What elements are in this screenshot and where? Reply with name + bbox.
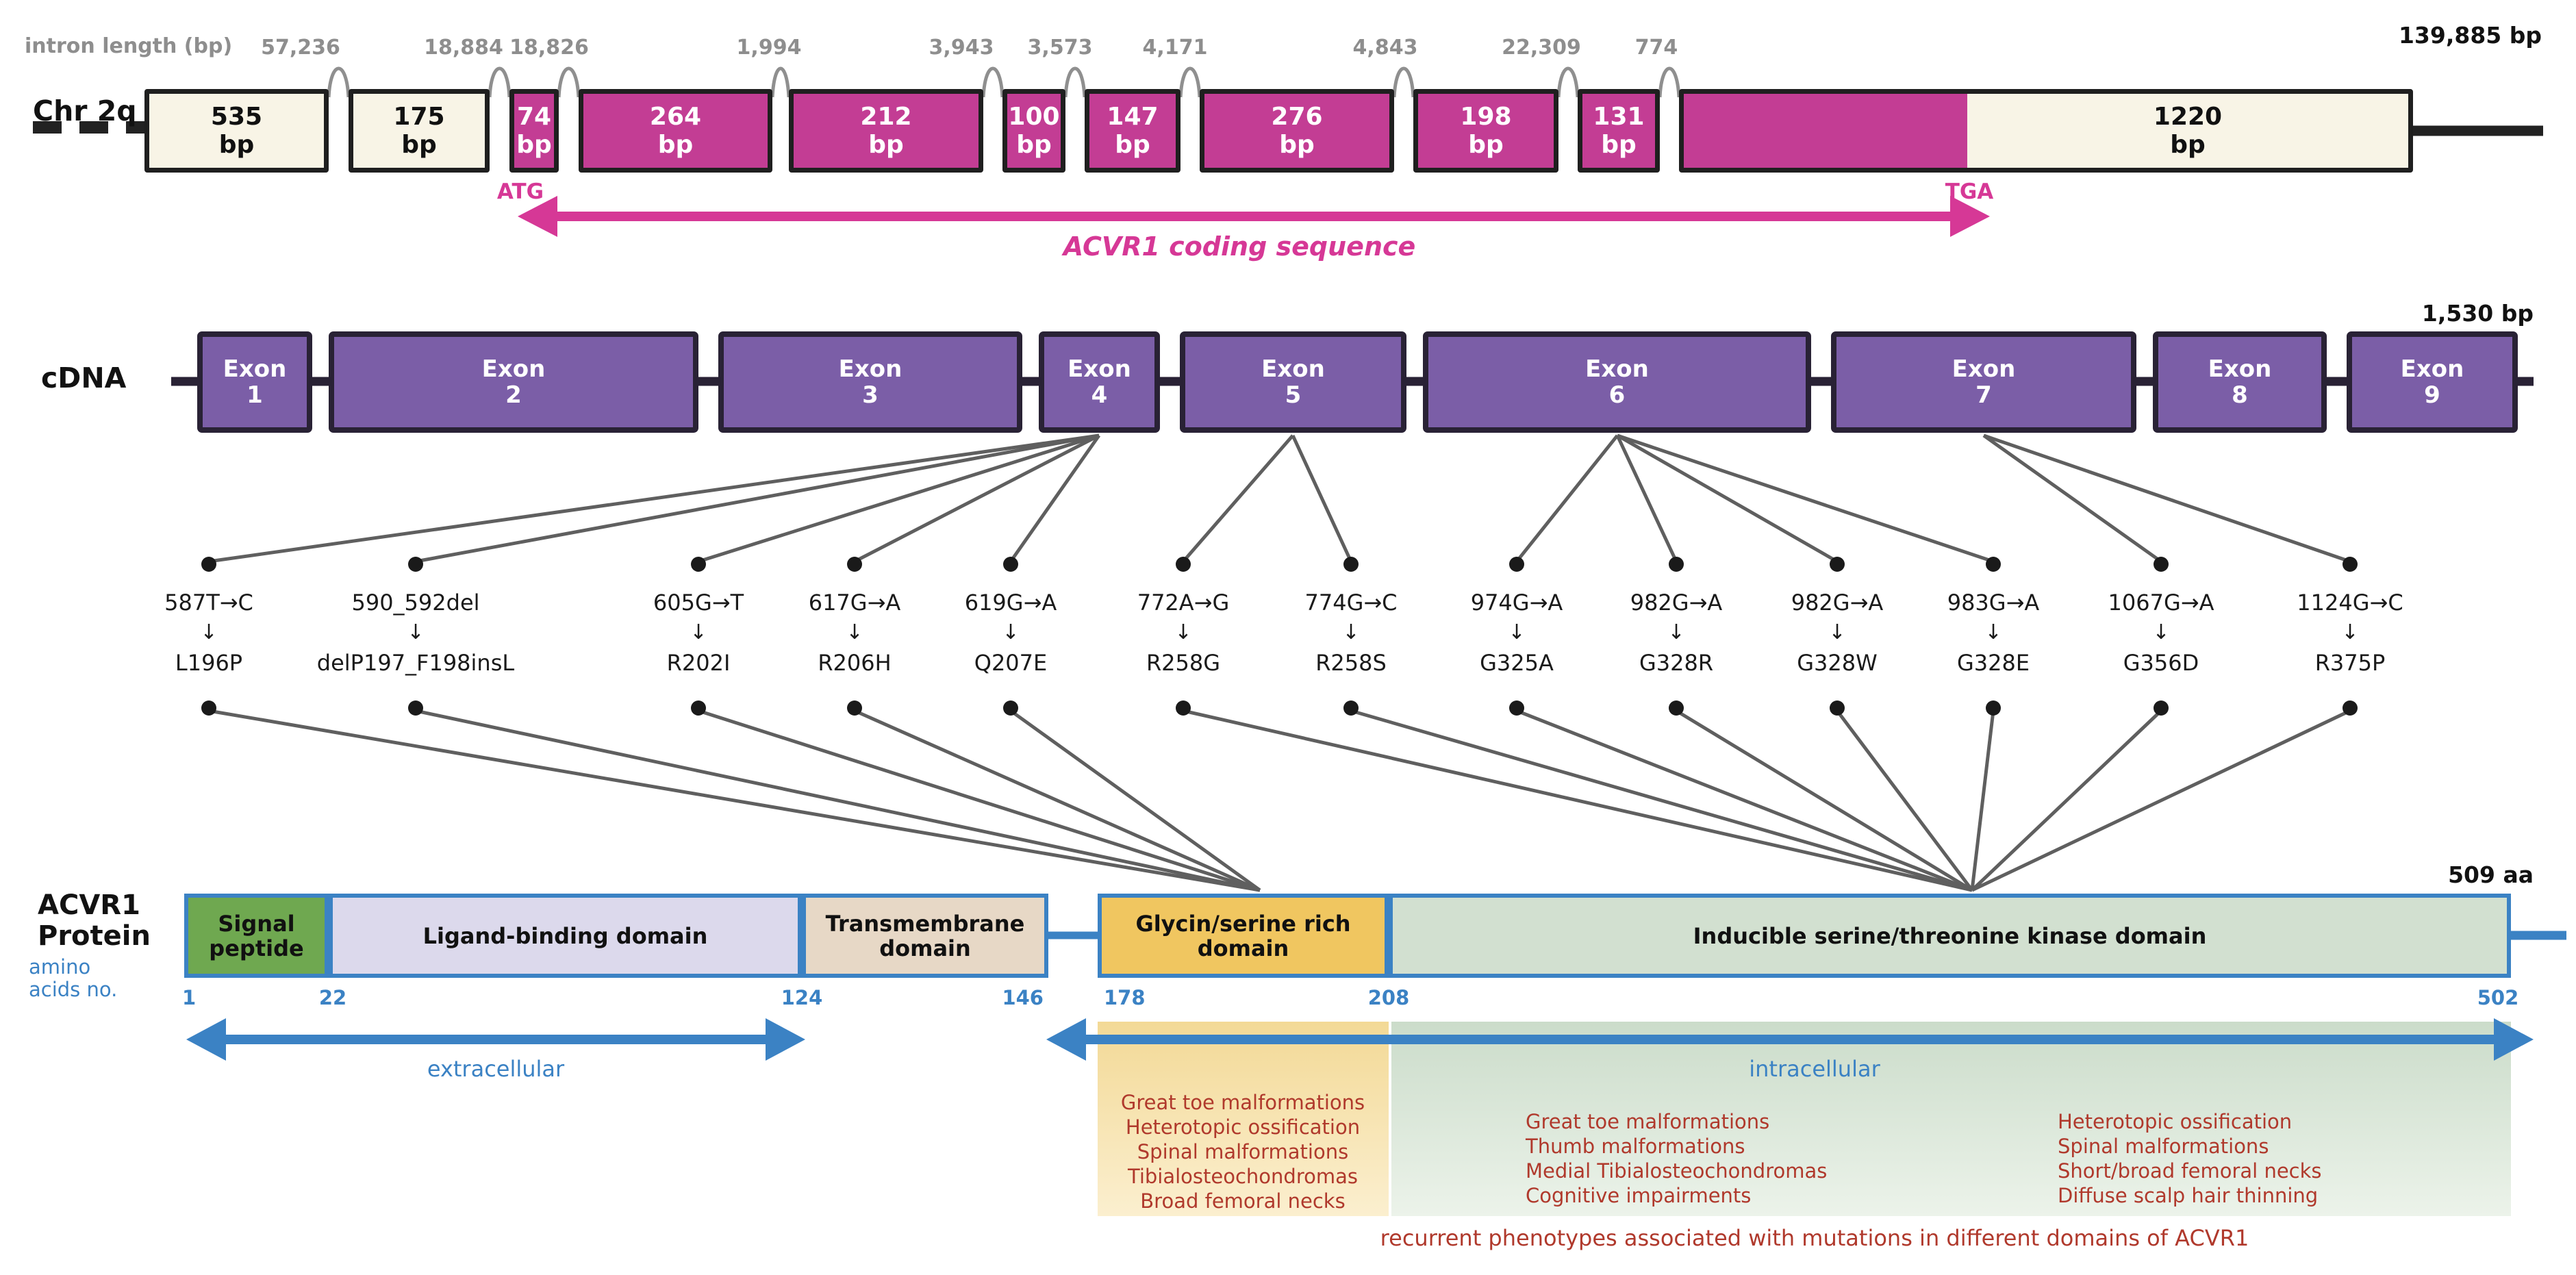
down-arrow-icon: ↓ bbox=[1828, 620, 1846, 644]
intron-length-10: 774 bbox=[1634, 36, 1678, 60]
mutation-R206H: 617G→A↓R206H bbox=[748, 589, 961, 677]
down-arrow-icon: ↓ bbox=[1342, 620, 1360, 644]
coding-sequence-label: ACVR1 coding sequence bbox=[1063, 231, 1416, 262]
mutation-to-domain-lines bbox=[208, 709, 2351, 892]
domain-signal-peptide: Signal peptide bbox=[184, 894, 329, 978]
intron-length-4: 1,994 bbox=[736, 36, 802, 60]
protein-total-length: 509 aa bbox=[2448, 861, 2534, 888]
intron-length-2: 18,884 bbox=[424, 36, 503, 60]
domain-ligand-binding: Ligand-binding domain bbox=[329, 894, 802, 978]
mutation-G328E: 983G→A↓G328E bbox=[1887, 589, 2099, 677]
domain-glycine-serine-rich: Glycin/serine rich domain bbox=[1098, 894, 1389, 978]
mutation-upper-dots bbox=[201, 557, 2358, 572]
down-arrow-icon: ↓ bbox=[2341, 620, 2359, 644]
mutation-R375P: 1124G→C↓R375P bbox=[2244, 589, 2456, 677]
mutation-L196P: 587T→C↓L196P bbox=[103, 589, 315, 677]
intron-length-1: 57,236 bbox=[261, 36, 340, 60]
stop-codon-label: TGA bbox=[1945, 179, 1994, 204]
extracellular-label: extracellular bbox=[427, 1056, 565, 1082]
domain-kinase: Inducible serine/threonine kinase domain bbox=[1389, 894, 2511, 978]
amino-acids-axis-label: amino acids no. bbox=[29, 955, 118, 1001]
down-arrow-icon: ↓ bbox=[1508, 620, 1526, 644]
intron-length-6: 3,573 bbox=[1027, 36, 1093, 60]
mutation-G356D: 1067G→A↓G356D bbox=[2055, 589, 2267, 677]
gene-exon-coding-segment bbox=[1684, 94, 1967, 168]
start-codon-label: ATG bbox=[496, 179, 544, 204]
aa-number-124: 124 bbox=[781, 986, 823, 1009]
mutation-R258S: 774G→C↓R258S bbox=[1245, 589, 1457, 677]
down-arrow-icon: ↓ bbox=[1002, 620, 1020, 644]
intron-length-5: 3,943 bbox=[929, 36, 994, 60]
gs-domain-phenotypes: Great toe malformations Heterotopic ossi… bbox=[1120, 1091, 1365, 1213]
cdna-total-length: 1,530 bp bbox=[2421, 300, 2534, 327]
down-arrow-icon: ↓ bbox=[1174, 620, 1192, 644]
down-arrow-icon: ↓ bbox=[690, 620, 707, 644]
aa-number-502: 502 bbox=[2477, 986, 2519, 1009]
gs-domain-phenotype-box bbox=[1098, 1022, 1389, 1216]
mutation-R202I: 605G→T↓R202I bbox=[592, 589, 805, 677]
exon-to-mutation-lines bbox=[208, 433, 2351, 564]
aa-number-1: 1 bbox=[182, 986, 197, 1009]
intron-arcs bbox=[327, 66, 1681, 98]
down-arrow-icon: ↓ bbox=[407, 620, 425, 644]
down-arrow-icon: ↓ bbox=[200, 620, 218, 644]
intron-length-8: 4,843 bbox=[1352, 36, 1418, 60]
mutation-Q207E: 619G→A↓Q207E bbox=[905, 589, 1117, 677]
domain-transmembrane: Transmembrane domain bbox=[802, 894, 1048, 978]
kinase-domain-phenotype-box bbox=[1391, 1022, 2511, 1216]
down-arrow-icon: ↓ bbox=[1667, 620, 1685, 644]
gene-total-length: 139,885 bp bbox=[2398, 22, 2542, 49]
intracellular-label: intracellular bbox=[1749, 1056, 1880, 1082]
intron-length-3: 18,826 bbox=[509, 36, 589, 60]
mutation-G328R: 982G→A↓G328R bbox=[1570, 589, 1782, 677]
intron-axis-label: intron length (bp) bbox=[25, 34, 233, 58]
mutation-G325A: 974G→A↓G325A bbox=[1411, 589, 1623, 677]
mutation-R258G: 772A→G↓R258G bbox=[1077, 589, 1289, 677]
aa-number-22: 22 bbox=[318, 986, 347, 1009]
kinase-phenotypes-left: Great toe malformations Thumb malformati… bbox=[1526, 1110, 1828, 1207]
aa-number-178: 178 bbox=[1104, 986, 1146, 1009]
aa-number-208: 208 bbox=[1367, 986, 1410, 1009]
down-arrow-icon: ↓ bbox=[2152, 620, 2170, 644]
mutation-lower-dots bbox=[201, 700, 2358, 716]
mutation-delP197: 590_592del↓delP197_F198insL bbox=[310, 589, 522, 677]
cdna-label: cDNA bbox=[41, 362, 127, 394]
intron-length-9: 22,309 bbox=[1502, 36, 1581, 60]
chromosome-label: Chr 2q bbox=[33, 94, 137, 127]
down-arrow-icon: ↓ bbox=[846, 620, 863, 644]
phenotype-caption: recurrent phenotypes associated with mut… bbox=[1380, 1225, 2249, 1251]
kinase-phenotypes-right: Heterotopic ossification Spinal malforma… bbox=[2058, 1110, 2322, 1207]
down-arrow-icon: ↓ bbox=[1984, 620, 2002, 644]
protein-title: ACVR1 Protein bbox=[38, 889, 151, 952]
aa-number-146: 146 bbox=[1002, 986, 1044, 1009]
intron-length-7: 4,171 bbox=[1142, 36, 1208, 60]
mutation-G328W: 982G→A↓G328W bbox=[1731, 589, 1943, 677]
coding-sequence-arrow bbox=[518, 196, 1990, 237]
